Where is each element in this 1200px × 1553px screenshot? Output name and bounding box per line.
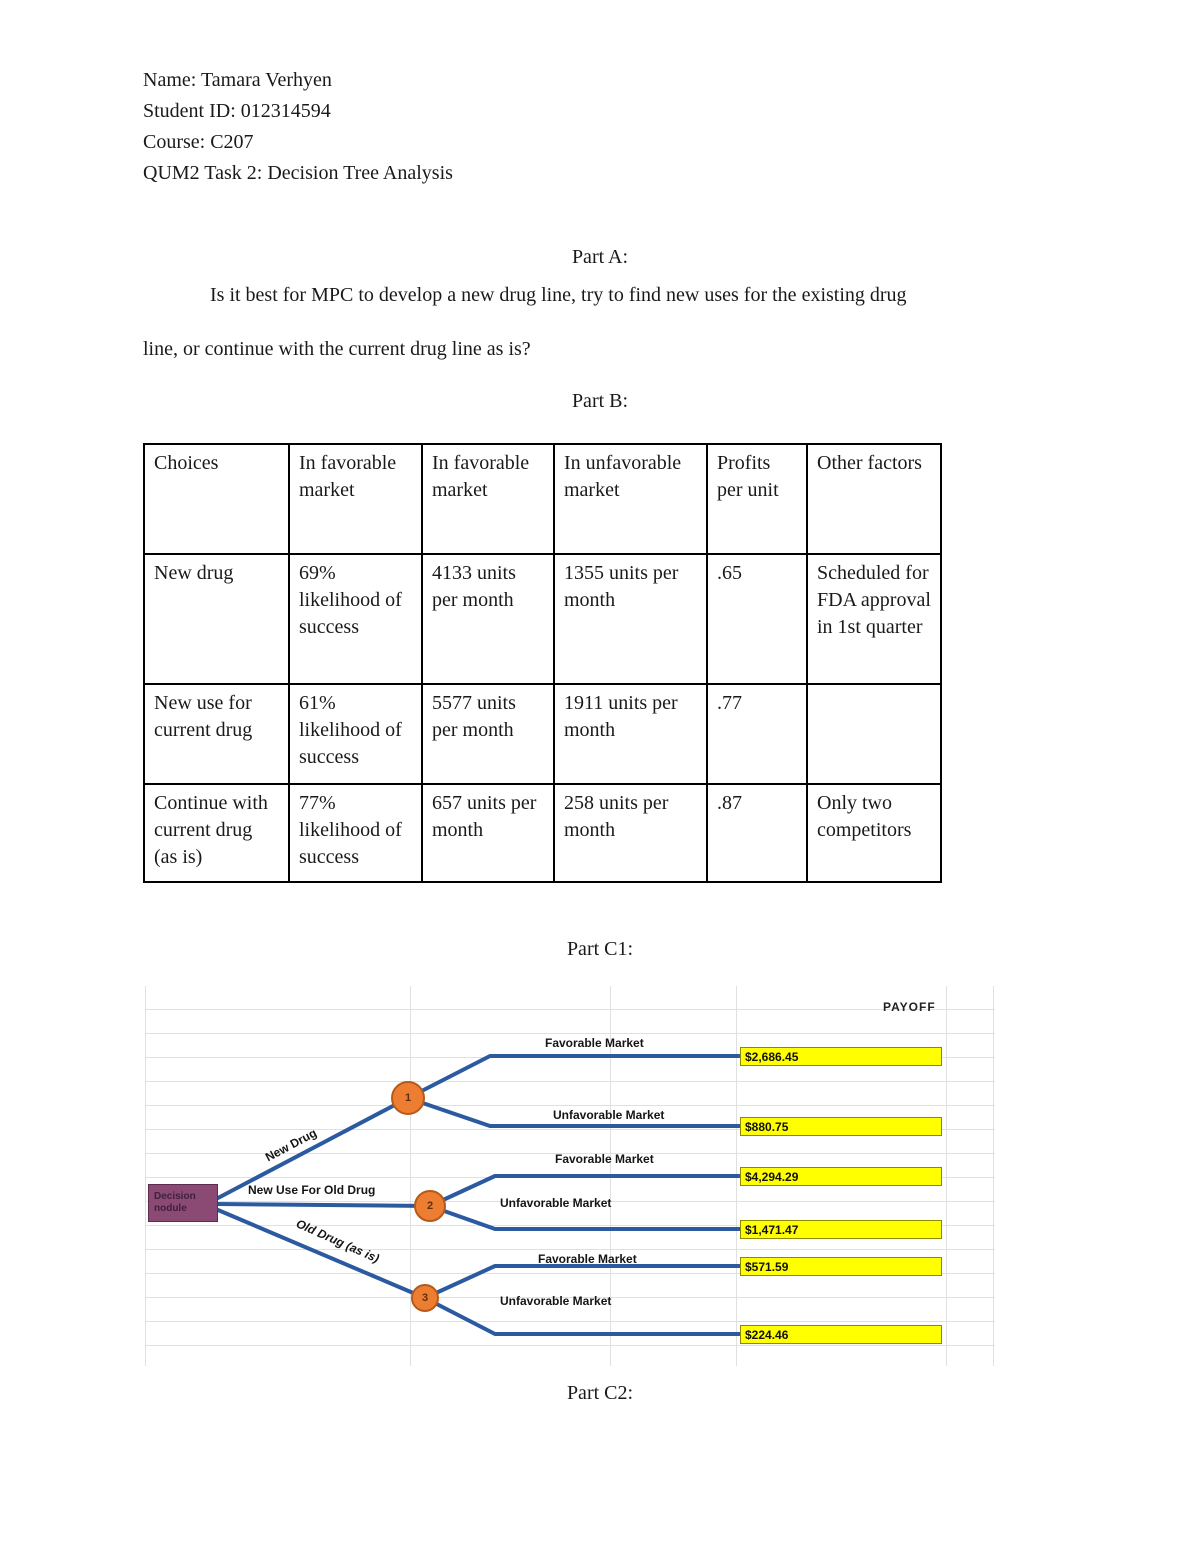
payoff-value-3: $4,294.29 bbox=[740, 1167, 942, 1186]
cell-profit: .87 bbox=[706, 783, 808, 883]
header-unfavorable: In unfavorable market bbox=[553, 443, 708, 555]
part-b-table-wrap: Choices In favorable market In favorable… bbox=[143, 443, 942, 883]
payoff-value-1: $2,686.45 bbox=[740, 1047, 942, 1066]
outcome-label-1-unfavorable: Unfavorable Market bbox=[553, 1108, 665, 1122]
gridline bbox=[993, 986, 994, 1366]
cell-other: Scheduled for FDA approval in 1st quarte… bbox=[806, 553, 942, 685]
payoff-value-5: $571.59 bbox=[740, 1257, 942, 1276]
cell-choice: Continue with current drug (as is) bbox=[143, 783, 290, 883]
outcome-line-3-unfav bbox=[423, 1296, 744, 1336]
cell-fav-units: 657 units per month bbox=[421, 783, 555, 883]
cell-fav-units: 4133 units per month bbox=[421, 553, 555, 685]
header-favorable-2: In favorable market bbox=[421, 443, 555, 555]
cell-fav-units: 5577 units per month bbox=[421, 683, 555, 785]
gridline bbox=[145, 986, 146, 1366]
outcome-label-3-favorable: Favorable Market bbox=[538, 1252, 637, 1266]
task-title-line: QUM2 Task 2: Decision Tree Analysis bbox=[143, 162, 453, 184]
cell-other: Only two competitors bbox=[806, 783, 942, 883]
cell-likelihood: 61% likelihood of success bbox=[288, 683, 423, 785]
cell-profit: .77 bbox=[706, 683, 808, 785]
decision-root-node: Decision nodule bbox=[148, 1184, 218, 1222]
cell-profit: .65 bbox=[706, 553, 808, 685]
part-b-heading: Part B: bbox=[571, 390, 629, 412]
header-other-factors: Other factors bbox=[806, 443, 942, 555]
branch-line-new-drug bbox=[216, 1096, 410, 1200]
part-c1-heading: Part C1: bbox=[566, 938, 634, 960]
outcome-line-1-unfav bbox=[406, 1096, 744, 1128]
outcome-label-2-favorable: Favorable Market bbox=[555, 1152, 654, 1166]
choices-table: Choices In favorable market In favorable… bbox=[143, 443, 942, 883]
branch-line-new-use bbox=[216, 1202, 432, 1208]
part-a-heading: Part A: bbox=[571, 246, 629, 268]
table-row: Continue with current drug (as is) 77% l… bbox=[143, 783, 942, 883]
cell-likelihood: 69% likelihood of success bbox=[288, 553, 423, 685]
gridline bbox=[946, 986, 947, 1366]
outcome-line-2-fav bbox=[428, 1174, 744, 1208]
cell-likelihood: 77% likelihood of success bbox=[288, 783, 423, 883]
chance-node-1: 1 bbox=[391, 1081, 425, 1115]
part-c2-heading: Part C2: bbox=[566, 1382, 634, 1404]
payoff-value-2: $880.75 bbox=[740, 1117, 942, 1136]
table-row: New use for current drug 61% likelihood … bbox=[143, 683, 942, 785]
outcome-label-2-unfavorable: Unfavorable Market bbox=[500, 1196, 612, 1210]
header-choices: Choices bbox=[143, 443, 290, 555]
part-a-question-line1: Is it best for MPC to develop a new drug… bbox=[210, 284, 907, 306]
branch-line-old-drug bbox=[216, 1208, 427, 1300]
outcome-line-2-unfav bbox=[428, 1204, 744, 1231]
outcome-line-3-fav bbox=[423, 1264, 744, 1300]
table-header-row: Choices In favorable market In favorable… bbox=[143, 443, 942, 555]
outcome-line-1-fav bbox=[406, 1054, 744, 1100]
chance-node-3: 3 bbox=[411, 1284, 439, 1312]
branch-label-new-use: New Use For Old Drug bbox=[248, 1183, 376, 1197]
table-row: New drug 69% likelihood of success 4133 … bbox=[143, 553, 942, 685]
tree-connectors bbox=[216, 1054, 744, 1336]
cell-choice: New use for current drug bbox=[143, 683, 290, 785]
cell-unfav-units: 1355 units per month bbox=[553, 553, 708, 685]
cell-other bbox=[806, 683, 942, 785]
course-line: Course: C207 bbox=[143, 131, 254, 153]
outcome-label-1-favorable: Favorable Market bbox=[545, 1036, 644, 1050]
student-id-line: Student ID: 012314594 bbox=[143, 100, 331, 122]
cell-unfav-units: 258 units per month bbox=[553, 783, 708, 883]
payoff-value-6: $224.46 bbox=[740, 1325, 942, 1344]
header-profits: Profits per unit bbox=[706, 443, 808, 555]
outcome-label-3-unfavorable: Unfavorable Market bbox=[500, 1294, 612, 1308]
payoff-column-header: PAYOFF bbox=[883, 1000, 936, 1014]
student-name-line: Name: Tamara Verhyen bbox=[143, 69, 332, 91]
decision-tree: PAYOFF Decision nodule 1 2 3 New Drug Ne… bbox=[145, 986, 995, 1366]
header-favorable-1: In favorable market bbox=[288, 443, 423, 555]
payoff-value-4: $1,471.47 bbox=[740, 1220, 942, 1239]
gridline bbox=[410, 986, 411, 1366]
cell-unfav-units: 1911 units per month bbox=[553, 683, 708, 785]
cell-choice: New drug bbox=[143, 553, 290, 685]
chance-node-2: 2 bbox=[414, 1190, 446, 1222]
part-a-question-line2: line, or continue with the current drug … bbox=[143, 338, 531, 360]
